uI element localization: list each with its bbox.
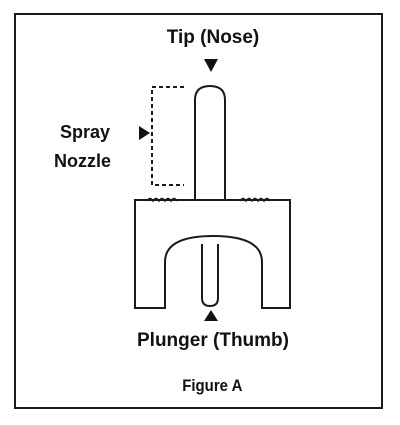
- tip-arrow: [204, 59, 218, 72]
- device-body: [134, 199, 291, 309]
- plunger-stem: [201, 244, 219, 308]
- spray-label: Spray: [60, 122, 111, 142]
- nozzle-label: Nozzle: [54, 151, 112, 171]
- figure-caption: Figure A: [182, 376, 243, 395]
- grip-ridges: [146, 197, 271, 203]
- plunger-label: Plunger (Thumb): [137, 330, 289, 351]
- plunger-arrow: [204, 310, 218, 321]
- spray-nozzle: [194, 84, 226, 201]
- tip-label: Tip (Nose): [166, 27, 260, 48]
- nozzle-bracket: [151, 86, 184, 186]
- spray-arrow: [139, 126, 150, 140]
